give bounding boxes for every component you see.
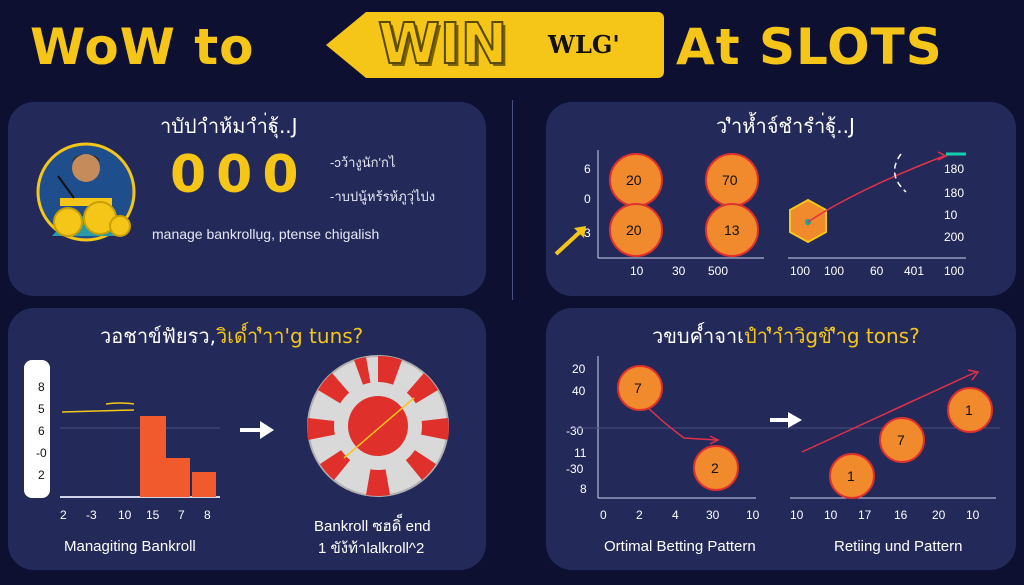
x-tick: 500 (708, 264, 729, 278)
x-tick: 100 (824, 264, 845, 278)
circle-label: 70 (722, 172, 738, 188)
bar (192, 472, 216, 497)
y-tick: 5 (38, 402, 45, 416)
circle-label: 13 (724, 222, 740, 238)
y-tick: -30 (566, 462, 584, 476)
circle-1b (947, 387, 993, 433)
betting-pattern-charts (572, 356, 1000, 499)
circle-1 (829, 453, 875, 499)
y-tick: 6 (584, 162, 591, 176)
x-tick: 16 (894, 508, 908, 522)
circle-13 (705, 203, 759, 257)
y-tick: 8 (38, 380, 45, 394)
note-2: -าบปนู้หร้รห้ภูวุ่ไปง (330, 189, 436, 204)
y-tick: 8 (580, 482, 587, 496)
x-tick: 30 (706, 508, 720, 522)
y-tick: 6 (38, 424, 45, 438)
panel-top-left-subtitle: manage bankrollụg, ptense chigalish (152, 226, 380, 242)
big-digits: 000 (170, 145, 309, 205)
x-tick: 10 (630, 264, 644, 278)
circle-7 (617, 365, 663, 411)
panel-top-right-title: ว'ำห้ำจ์ชำรำ่ฐุ้..J (716, 114, 855, 138)
gambler-illustration (36, 142, 136, 242)
bar (166, 458, 190, 497)
circle-7b (879, 417, 925, 463)
panel-bottom-right-title: วขบค์ำจาเปำ'ำำวิgขั'ำg tons? (652, 324, 920, 348)
caption-bankroll-end: Bankroll ซฮดิ็ end (314, 518, 431, 535)
circle-label: 2 (711, 460, 719, 476)
legend-item: 180 (944, 162, 965, 176)
x-tick: 2 (60, 508, 67, 522)
header-word-how-to: WoW to (30, 18, 255, 76)
circle-label: 7 (897, 432, 905, 448)
arrow-right-icon (240, 421, 274, 439)
bankroll-bar-chart (60, 402, 220, 498)
y-tick: -30 (566, 424, 584, 438)
y-tick: -0 (36, 446, 47, 460)
x-tick: 8 (204, 508, 211, 522)
x-tick: 10 (746, 508, 760, 522)
y-tick: 11 (574, 446, 587, 460)
circle-20b (609, 203, 663, 257)
x-tick: 10 (824, 508, 838, 522)
x-tick: -3 (86, 508, 97, 522)
y-tick: 20 (572, 362, 586, 376)
bar (140, 416, 166, 497)
x-tick: 4 (672, 508, 679, 522)
x-tick: 401 (904, 264, 925, 278)
circle-label: 1 (965, 402, 973, 418)
top-right-charts (554, 150, 966, 259)
y-tick: 3 (584, 226, 591, 240)
note-1: -ɔว้างูนัก'กไ (330, 155, 396, 170)
panel-top-left-title: าบัปาำห้มาำ่ฐุ้..J (160, 114, 298, 138)
x-tick: 2 (636, 508, 643, 522)
win-banner (326, 12, 664, 78)
caption-managing-bankroll: Managiting Bankroll (64, 538, 196, 555)
x-tick: 20 (932, 508, 946, 522)
y-tick: 0 (584, 192, 591, 206)
panel-bottom-right (546, 308, 1016, 570)
x-tick: 100 (944, 264, 965, 278)
circle-label: 1 (847, 468, 855, 484)
y-tick: 2 (38, 468, 45, 482)
legend-item: 200 (944, 230, 965, 244)
circle-2 (693, 445, 739, 491)
win-banner-tag: WLG' (548, 30, 620, 59)
x-tick: 10 (790, 508, 804, 522)
circle-label: 7 (634, 380, 642, 396)
top-right-circles (609, 153, 759, 257)
x-tick: 60 (870, 264, 884, 278)
caption-betting-pattern: Retiing und Pattern (834, 538, 963, 555)
roulette-wheel (307, 355, 449, 497)
win-banner-text: WIN (377, 11, 508, 78)
y-axis-card (24, 360, 50, 498)
circle-label: 20 (626, 222, 642, 238)
x-tick: 100 (790, 264, 811, 278)
caption-optimal-betting-pattern: Ortimal Betting Pattern (604, 538, 756, 555)
x-tick: 0 (600, 508, 607, 522)
x-tick: 10 (118, 508, 132, 522)
x-tick: 7 (178, 508, 185, 522)
panel-bottom-left-title: วอชาข์ฟัยรว,วิเด์ำ'ำา'g tuns? (100, 324, 364, 348)
legend-item: 10 (944, 208, 958, 222)
x-tick: 30 (672, 264, 686, 278)
center-divider (512, 100, 513, 300)
x-tick: 15 (146, 508, 160, 522)
header-word-at-slots: At SLOTS (676, 18, 943, 76)
x-tick: 17 (858, 508, 872, 522)
caption-bankroll-2: 1 ขัง้ท้าlalkroll^2 (318, 540, 425, 557)
y-tick: 40 (572, 384, 586, 398)
circle-label: 20 (626, 172, 642, 188)
x-tick: 10 (966, 508, 980, 522)
legend-item: 180 (944, 186, 965, 200)
